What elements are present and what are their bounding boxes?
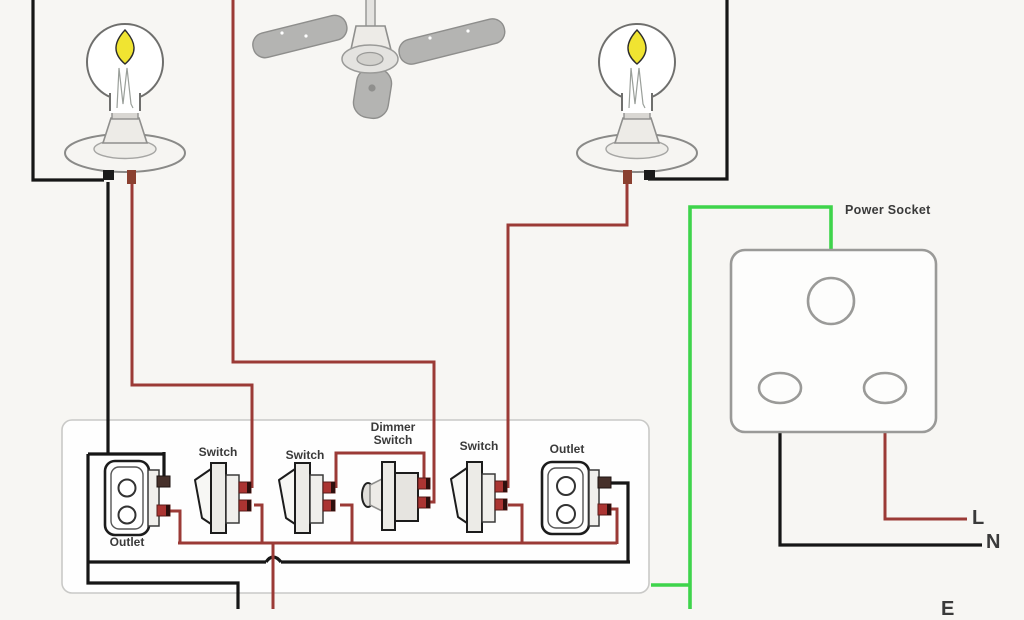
- power-socket-earth-hole: [806, 276, 856, 326]
- power-socket: [729, 248, 938, 434]
- fan-hub-center: [356, 51, 384, 67]
- ceiling-fan: [252, 0, 506, 120]
- dimmer-body: [394, 472, 419, 522]
- bulb1-neutral-terminal: [103, 170, 114, 180]
- outlet2-neutral-terminal: [597, 476, 612, 489]
- wire-neutral-outlet2: [605, 481, 630, 563]
- fan-blade-left: [252, 14, 348, 59]
- wire-socket-live: [883, 396, 967, 521]
- dimmer-switch: [361, 461, 431, 531]
- line-l-label: L: [972, 507, 985, 529]
- wire-neutral-drop: [86, 454, 240, 609]
- dimmer-label-line1: Dimmer: [370, 420, 416, 434]
- outlet-left: [103, 459, 171, 537]
- dimmer-bar: [381, 461, 396, 531]
- wire-live-bulb2-switch3: [506, 183, 629, 488]
- outlet-right-label: Outlet: [549, 442, 585, 456]
- outlet1-hole-bottom: [117, 505, 137, 525]
- wire-live-switch2-dimmer: [334, 451, 426, 488]
- switch2-label: Switch: [285, 448, 325, 462]
- bulb2-live-terminal: [623, 170, 632, 184]
- dimmer-knob-cone: [369, 477, 383, 513]
- wire-live-switch3-bus: [508, 503, 524, 544]
- outlet2-side-plate: [588, 469, 600, 527]
- fan-blade-right: [398, 18, 506, 65]
- switch1-label: Switch: [198, 445, 238, 459]
- bulb1-live-terminal: [127, 170, 136, 184]
- power-socket-neutral-hole: [757, 371, 803, 405]
- switch-board-panel: [61, 419, 650, 594]
- light-bulb-1: [64, 23, 186, 184]
- fan-screw: [368, 84, 376, 92]
- dimmer-switch-label: Dimmer Switch: [370, 420, 416, 448]
- wire-live-outlet1-bus: [168, 509, 182, 544]
- wire-socket-neutral: [778, 396, 982, 547]
- wire-earth: [688, 205, 833, 609]
- line-n-label: N: [986, 531, 1001, 553]
- outlet-right: [540, 460, 612, 536]
- outlet2-hole-top: [556, 476, 576, 496]
- switch3-label: Switch: [459, 439, 499, 453]
- fan-blade-bottom: [352, 67, 393, 120]
- outlet-left-label: Outlet: [109, 535, 145, 549]
- wire-live-fan-dimmer: [231, 0, 436, 504]
- wire-live-bulb1-switch1: [130, 182, 254, 488]
- power-socket-live-hole: [862, 371, 908, 405]
- bulb2-neutral-terminal: [644, 170, 655, 180]
- outlet1-hole-top: [117, 478, 137, 498]
- line-e-label-partial: E: [941, 598, 955, 620]
- outlet1-neutral-terminal: [156, 475, 171, 488]
- outlet1-side-plate: [147, 469, 160, 527]
- light-bulb-2: [576, 23, 698, 184]
- wire-live-switch2-bus: [340, 503, 354, 544]
- outlet2-hole-bottom: [556, 504, 576, 524]
- wires: [31, 0, 982, 609]
- power-socket-label: Power Socket: [845, 203, 931, 217]
- wire-neutral-bulb2: [648, 0, 729, 181]
- wire-neutral-bulb1-supply: [31, 0, 104, 182]
- dimmer-label-line2: Switch: [373, 433, 413, 448]
- wire-live-switch1-bus: [254, 503, 264, 544]
